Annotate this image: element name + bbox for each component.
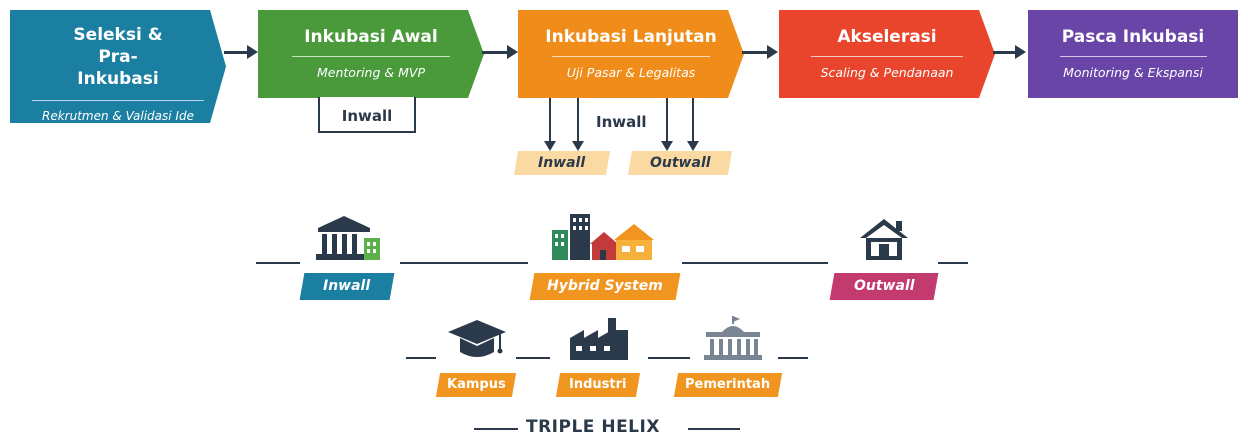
stage-pasca-inkubasi: Pasca Inkubasi Monitoring & Ekspansi — [1028, 10, 1238, 98]
tag-label: Hybrid System — [547, 278, 663, 294]
stage-subtitle: Monitoring & Ekspansi — [1063, 65, 1203, 80]
stage-divider — [32, 100, 205, 101]
industri-tag: Industri — [555, 373, 641, 397]
kampus-tag: Kampus — [435, 373, 517, 397]
inwall-system-tag: Inwall — [299, 273, 395, 300]
tag-label: Outwall — [853, 278, 915, 294]
stage-subtitle: Scaling & Pendanaan — [820, 65, 954, 80]
system-line — [400, 262, 528, 264]
stage-subtitle: Uji Pasar & Legalitas — [566, 65, 696, 80]
down-arrow — [687, 98, 699, 151]
tag-label: Kampus — [446, 377, 506, 392]
factory-icon — [570, 318, 628, 360]
house-icon — [860, 219, 908, 260]
stage-inkubasi-awal: Inkubasi Awal Mentoring & MVP — [258, 10, 484, 98]
stage-divider — [1059, 56, 1207, 57]
inwall-label: Inwall — [341, 107, 393, 125]
tag-label: Inwall — [538, 155, 586, 171]
stage-inkubasi-lanjutan: Inkubasi Lanjutan Uji Pasar & Legalitas — [518, 10, 744, 98]
stage-divider — [552, 56, 710, 57]
helix-line — [516, 357, 550, 359]
system-line — [682, 262, 828, 264]
stage-title: Inkubasi Awal — [304, 27, 438, 47]
university-building-icon — [316, 216, 380, 260]
stage-divider — [292, 56, 450, 57]
lanjutan-outwall-tag: Outwall — [627, 151, 733, 175]
graduation-cap-icon — [448, 320, 506, 357]
system-line — [256, 262, 300, 264]
arrow-connector — [224, 45, 258, 59]
city-buildings-icon — [552, 214, 654, 260]
stage-akselerasi: Akselerasi Scaling & Pendanaan — [779, 10, 995, 98]
arrow-connector — [742, 45, 778, 59]
arrow-connector — [993, 45, 1026, 59]
hybrid-system-tag: Hybrid System — [529, 273, 681, 300]
tag-label: Outwall — [649, 155, 711, 171]
down-arrow — [661, 98, 673, 151]
arrow-connector — [482, 45, 518, 59]
government-building-icon — [704, 316, 762, 360]
triple-helix-title: TRIPLE HELIX — [526, 417, 660, 437]
stage-subtitle: Mentoring & MVP — [317, 65, 425, 80]
inkubasi-awal-inwall-box: Inwall — [318, 97, 416, 133]
helix-title-line-right — [688, 428, 740, 430]
system-line — [938, 262, 968, 264]
tag-label: Inwall — [323, 278, 371, 294]
down-arrow — [572, 98, 584, 151]
stage-divider — [811, 56, 962, 57]
stage-title: Inkubasi Lanjutan — [545, 27, 717, 47]
tag-label: Industri — [569, 377, 627, 392]
lanjutan-inwall-label: Inwall — [596, 113, 647, 131]
helix-line — [406, 357, 436, 359]
helix-line — [778, 357, 808, 359]
stage-seleksi-pra-inkubasi: Seleksi & Pra-Inkubasi Rekrutmen & Valid… — [10, 10, 226, 123]
stage-title: Pasca Inkubasi — [1061, 27, 1205, 47]
stage-subtitle: Rekrutmen & Validasi Ide — [42, 109, 194, 123]
helix-line — [648, 357, 690, 359]
lanjutan-inwall-tag: Inwall — [513, 151, 611, 175]
stage-title: Seleksi & Pra-Inkubasi — [73, 25, 163, 89]
tag-label: Pemerintah — [685, 377, 771, 392]
helix-title-line-left — [474, 428, 518, 430]
stage-title: Akselerasi — [837, 27, 937, 47]
down-arrow — [544, 98, 556, 151]
outwall-system-tag: Outwall — [829, 273, 939, 300]
pemerintah-tag: Pemerintah — [673, 373, 783, 397]
